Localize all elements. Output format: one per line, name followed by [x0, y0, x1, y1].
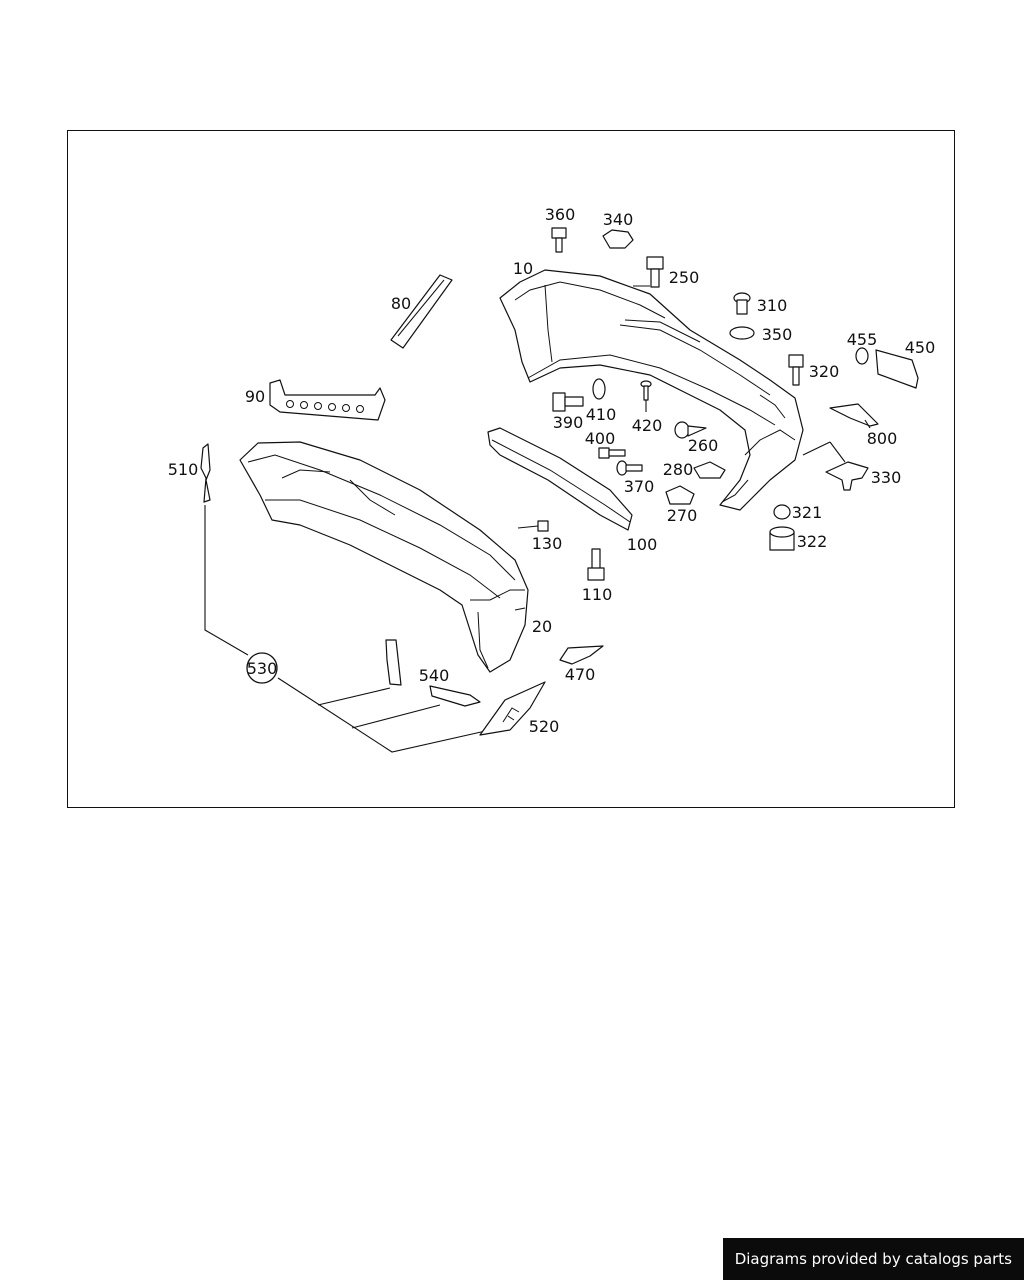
part-510-strip [200, 443, 211, 503]
part-350-washer [729, 326, 755, 340]
part-320-bolt [788, 354, 804, 386]
callout-330: 330 [871, 468, 902, 487]
callout-530: 530 [247, 659, 278, 678]
callout-320: 320 [809, 362, 840, 381]
callout-322: 322 [797, 532, 828, 551]
part-310-stud [733, 292, 751, 315]
part-110-bolt [587, 548, 605, 581]
credit-badge: Diagrams provided by catalogs parts [722, 1238, 1024, 1280]
callout-270: 270 [667, 506, 698, 525]
callout-310: 310 [757, 296, 788, 315]
part-520-clip [502, 707, 520, 723]
callout-280: 280 [663, 460, 694, 479]
callout-80: 80 [391, 294, 411, 313]
part-800-shield [829, 403, 879, 427]
part-10-bumper-cover-upper [499, 269, 804, 511]
part-321-nut [773, 504, 791, 520]
part-260-screw [674, 421, 707, 439]
part-340-cap [602, 229, 634, 249]
part-20-bumper-cover-lower [239, 441, 529, 673]
part-130-pin [517, 520, 549, 532]
part-370-screw [616, 460, 643, 476]
callout-110: 110 [582, 585, 613, 604]
callout-10: 10 [513, 259, 533, 278]
part-330-bracket [825, 461, 869, 491]
part-250-bolt [646, 256, 664, 288]
callout-321: 321 [792, 503, 823, 522]
part-400-screw [598, 447, 626, 459]
part-280-clip [693, 461, 726, 479]
callout-400: 400 [585, 429, 616, 448]
part-450-sensor-holder [875, 349, 919, 389]
callout-350: 350 [762, 325, 793, 344]
callout-450: 450 [905, 338, 936, 357]
callout-520: 520 [529, 717, 560, 736]
part-530-leaders [204, 505, 491, 753]
part-540-trim-strip [429, 685, 481, 707]
callout-470: 470 [565, 665, 596, 684]
callout-90: 90 [245, 387, 265, 406]
callout-360: 360 [545, 205, 576, 224]
callout-530-circle [246, 652, 278, 684]
callout-410: 410 [586, 405, 617, 424]
part-420-pin [640, 380, 652, 401]
part-390-bolt [552, 392, 584, 412]
callout-540: 540 [419, 666, 450, 685]
part-80-bracket [390, 274, 453, 349]
callout-130: 130 [532, 534, 563, 553]
part-322-sleeve [769, 526, 795, 551]
part-100-reinforcement [487, 427, 633, 531]
callout-510: 510 [168, 460, 199, 479]
callout-800: 800 [867, 429, 898, 448]
diagram-frame [67, 130, 955, 808]
part-90-mounting-plate [269, 379, 386, 421]
callout-455: 455 [847, 330, 878, 349]
callout-260: 260 [688, 436, 719, 455]
part-530-side-bracket [385, 639, 402, 686]
part-410-washer [592, 378, 606, 400]
part-270-clip [665, 485, 695, 505]
callout-100: 100 [627, 535, 658, 554]
callout-390: 390 [553, 413, 584, 432]
callout-420: 420 [632, 416, 663, 435]
callout-340: 340 [603, 210, 634, 229]
callout-370: 370 [624, 477, 655, 496]
part-455-grommet [855, 347, 869, 365]
leader-lines [633, 285, 871, 463]
part-360-bolt [551, 227, 567, 253]
part-470-cover [559, 645, 604, 665]
callouts: 360 340 10 250 310 350 80 455 450 320 90… [168, 205, 936, 736]
callout-20: 20 [532, 617, 552, 636]
callout-250: 250 [669, 268, 700, 287]
